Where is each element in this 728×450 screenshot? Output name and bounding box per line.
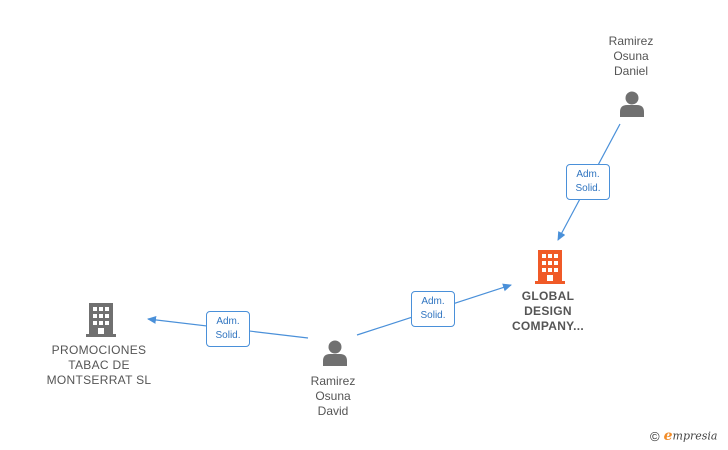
- edge-label-line: Adm.: [216, 316, 240, 327]
- node-label-line: Ramirez: [310, 374, 356, 388]
- node-label-daniel[interactable]: Ramirez Osuna Daniel: [586, 34, 676, 79]
- node-label-line: Daniel: [613, 64, 649, 78]
- edge-label-line: Solid.: [420, 310, 446, 321]
- building-icon[interactable]: [535, 250, 565, 284]
- node-label-promociones[interactable]: PROMOCIONES TABAC DE MONTSERRAT SL: [38, 343, 160, 388]
- edge-label-line: Solid.: [215, 330, 241, 341]
- edge-label-david-global[interactable]: Adm. Solid.: [411, 291, 455, 327]
- node-label-line: David: [317, 404, 349, 418]
- edge-label-line: Solid.: [575, 183, 601, 194]
- node-label-line: Osuna: [315, 389, 351, 403]
- node-label-line: COMPANY...: [511, 319, 585, 333]
- person-icon[interactable]: [323, 340, 347, 367]
- brand-logo-initial: e: [663, 428, 673, 444]
- brand-watermark: ©empresia: [650, 428, 717, 448]
- brand-logo-text: mpresia: [672, 429, 718, 443]
- edge-label-line: Adm.: [576, 169, 600, 180]
- node-label-line: DESIGN: [524, 304, 572, 318]
- edge-label-line: Adm.: [421, 296, 445, 307]
- edge-label-daniel-global[interactable]: Adm. Solid.: [566, 164, 610, 200]
- node-label-line: Ramirez: [608, 34, 654, 48]
- node-label-global-design[interactable]: GLOBAL DESIGN COMPANY...: [498, 289, 598, 334]
- node-label-line: GLOBAL: [521, 289, 575, 303]
- copyright-symbol: ©: [650, 428, 660, 444]
- node-label-line: PROMOCIONES: [51, 343, 147, 357]
- node-label-david[interactable]: Ramirez Osuna David: [288, 374, 378, 419]
- node-label-line: TABAC DE: [68, 358, 130, 372]
- person-icon[interactable]: [620, 91, 644, 118]
- node-label-line: Osuna: [613, 49, 649, 63]
- edge-label-david-promociones[interactable]: Adm. Solid.: [206, 311, 250, 347]
- building-icon[interactable]: [86, 303, 116, 337]
- node-label-line: MONTSERRAT SL: [46, 373, 152, 387]
